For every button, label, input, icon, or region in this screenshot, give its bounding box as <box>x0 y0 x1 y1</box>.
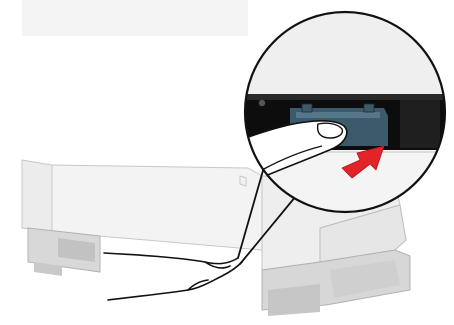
printer-top-surface <box>22 0 248 36</box>
hand-icon <box>104 253 242 300</box>
hand-upper-edge <box>104 253 238 264</box>
zoom-slot-edge <box>240 94 450 100</box>
printer-side-panel <box>22 160 52 232</box>
zoom-door-tab-right <box>364 104 374 112</box>
zoom-screw <box>259 100 265 106</box>
zoom-thumbnail <box>318 123 343 138</box>
zoom-teal-highlight <box>296 112 380 118</box>
zoom-right-block <box>400 100 440 148</box>
zoom-upper-surface <box>240 10 450 94</box>
zoom-door-tab-left <box>302 104 312 112</box>
